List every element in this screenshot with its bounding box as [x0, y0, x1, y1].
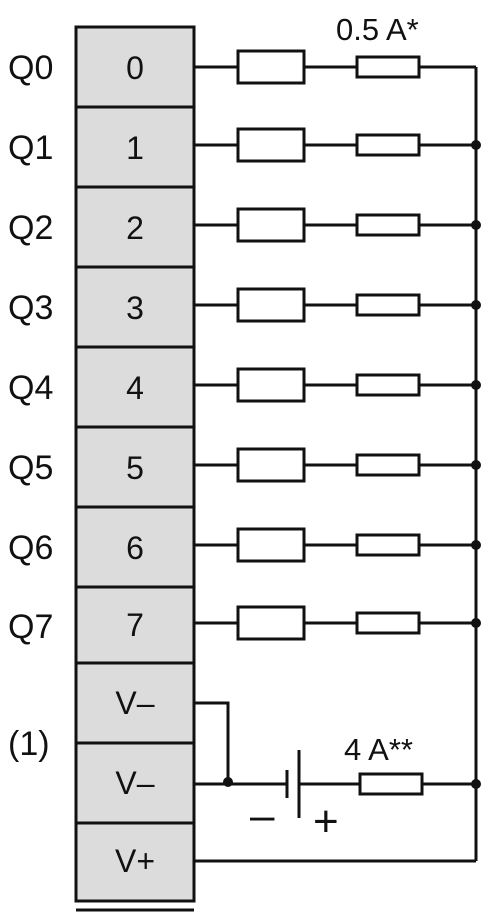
supply-fuse-rating: 4 A** — [344, 732, 413, 767]
junction-dot-q2 — [471, 220, 481, 230]
terminal-label-v-minus-1: V– — [115, 685, 154, 721]
output-label-q1: Q1 — [8, 129, 53, 167]
output-fuse-rating: 0.5 A* — [336, 12, 419, 47]
output-labels: Q0 Q1 Q2 Q3 Q4 Q5 Q6 Q7 (1) — [8, 49, 53, 763]
fuse-q1 — [355, 133, 421, 157]
fuse-q6 — [355, 533, 421, 557]
load-q4 — [236, 367, 306, 403]
terminal-cell-5 — [74, 425, 196, 509]
terminal-label-0: 0 — [126, 50, 144, 86]
supply-circuit — [194, 701, 476, 863]
load-q6 — [236, 527, 306, 563]
v-minus-bridge-wire — [194, 701, 230, 784]
output-label-q4: Q4 — [8, 369, 53, 407]
output-label-q5: Q5 — [8, 449, 53, 487]
battery-minus-sign: – — [250, 791, 275, 840]
load-q7 — [236, 605, 306, 641]
terminal-block — [74, 25, 196, 912]
terminal-label-6: 6 — [126, 530, 144, 566]
terminal-label-3: 3 — [126, 290, 144, 326]
terminal-label-v-plus: V+ — [115, 843, 155, 879]
junction-dot-q1 — [471, 140, 481, 150]
output-circuits — [194, 49, 476, 641]
terminal-cell-1 — [74, 105, 196, 189]
output-label-q6: Q6 — [8, 529, 53, 567]
output-label-q2: Q2 — [8, 209, 53, 247]
battery-plus-sign: + — [313, 797, 339, 846]
load-q1 — [236, 127, 306, 163]
junction-dot-q7 — [471, 618, 481, 628]
output-label-q7: Q7 — [8, 608, 53, 646]
junction-dot-q6 — [471, 540, 481, 550]
terminal-label-4: 4 — [126, 370, 144, 406]
load-q2 — [236, 207, 306, 243]
fuse-q5 — [355, 453, 421, 477]
output-label-q3: Q3 — [8, 289, 53, 327]
junction-dot-q3 — [471, 300, 481, 310]
load-q5 — [236, 447, 306, 483]
terminal-cell-v-minus-2 — [74, 741, 196, 825]
junction-dot-q5 — [471, 460, 481, 470]
fuse-q4 — [355, 373, 421, 397]
junction-dot-q4 — [471, 380, 481, 390]
load-q3 — [236, 287, 306, 323]
note-marker: (1) — [8, 725, 50, 763]
supply-fuse — [358, 772, 424, 796]
terminal-label-7: 7 — [126, 607, 144, 643]
terminal-cell-7 — [74, 585, 196, 665]
fuse-q0 — [355, 55, 421, 79]
terminal-label-5: 5 — [126, 450, 144, 486]
terminal-cell-3 — [74, 265, 196, 349]
fuse-q3 — [355, 293, 421, 317]
output-label-q0: Q0 — [8, 49, 53, 87]
terminal-label-v-minus-2: V– — [115, 765, 154, 801]
load-q0 — [236, 49, 306, 85]
fuse-q7 — [355, 611, 421, 635]
terminal-label-1: 1 — [126, 130, 144, 166]
fuse-q2 — [355, 213, 421, 237]
terminal-labels: 0 1 2 3 4 5 6 7 V– V– V+ — [115, 50, 155, 879]
terminal-cell-0 — [74, 25, 196, 109]
terminal-label-2: 2 — [126, 210, 144, 246]
